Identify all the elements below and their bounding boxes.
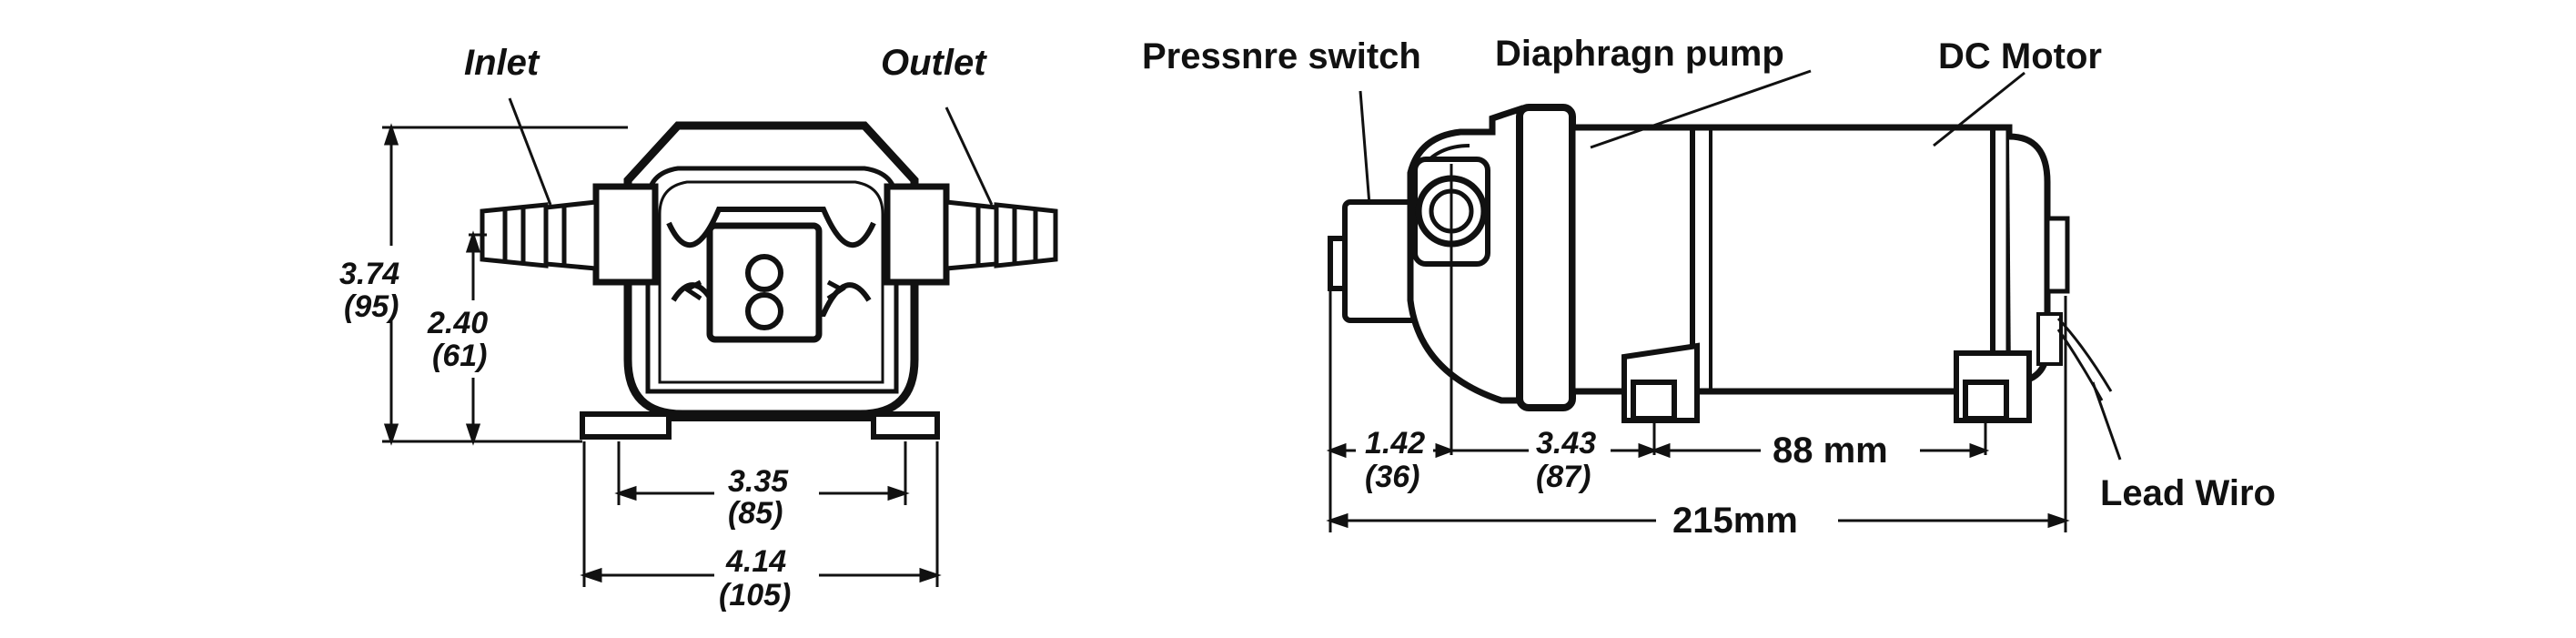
port-height-dimension (465, 230, 487, 446)
inlet-label: Inlet (464, 43, 540, 83)
pump-offset-mm: (87) (1536, 460, 1591, 494)
mount-spacing-mm: (85) (728, 496, 783, 531)
base-width-inches: 4.14 (725, 544, 786, 579)
height-mm: (95) (344, 289, 399, 324)
switch-offset-inches: 1.42 (1365, 426, 1425, 461)
inlet-fitting (480, 199, 599, 271)
outlet-port-block (884, 183, 950, 286)
base-width-dimension (580, 441, 942, 587)
pressure-switch (1328, 199, 1420, 323)
base-plate-front (580, 411, 940, 440)
base-width-mm: (105) (719, 578, 791, 613)
pump-offset-dimension (1451, 442, 1659, 459)
port-height-inches: 2.40 (427, 306, 488, 340)
mounting-feet-side (1621, 342, 2032, 423)
outlet-label: Outlet (881, 43, 987, 83)
pump-offset-inches: 3.43 (1536, 426, 1596, 461)
outlet-leader (945, 106, 994, 206)
outlet-fitting (944, 199, 1058, 271)
mount-spacing-dimension-side (1650, 442, 1990, 459)
terminal-box (682, 222, 846, 343)
side-extension-lines (1328, 164, 2067, 532)
port-height-mm: (61) (432, 339, 487, 373)
side-leaders (1359, 69, 2122, 461)
diaphragm-pump-label: Diaphragn pump (1495, 34, 1784, 74)
lead-wire-label: Lead Wiro (2100, 473, 2276, 513)
inlet-leader (508, 97, 552, 206)
mount-spacing-side-label: 88 mm (1773, 430, 1888, 471)
diaphragm-flange (1516, 104, 1576, 411)
front-view: Inlet Outlet 3.74 (95) 2.40 (61) 3.35 (8… (339, 43, 1058, 613)
inlet-port-block (592, 183, 659, 286)
overall-length-dimension (1326, 512, 2070, 529)
mount-spacing-dimension-front (614, 441, 910, 505)
switch-offset-mm: (36) (1365, 460, 1419, 494)
side-view: Pressnre switch Diaphragn pump DC Motor … (1142, 34, 2276, 541)
dc-motor-label: DC Motor (1938, 36, 2102, 76)
overall-length-label: 215mm (1672, 501, 1798, 541)
pressure-switch-label: Pressnre switch (1142, 36, 1421, 76)
height-inches: 3.74 (339, 257, 399, 291)
height-dimension (382, 123, 628, 446)
dc-motor-body (1569, 124, 2070, 395)
mount-spacing-inches: 3.35 (728, 464, 789, 499)
switch-offset-dimension (1326, 442, 1456, 459)
